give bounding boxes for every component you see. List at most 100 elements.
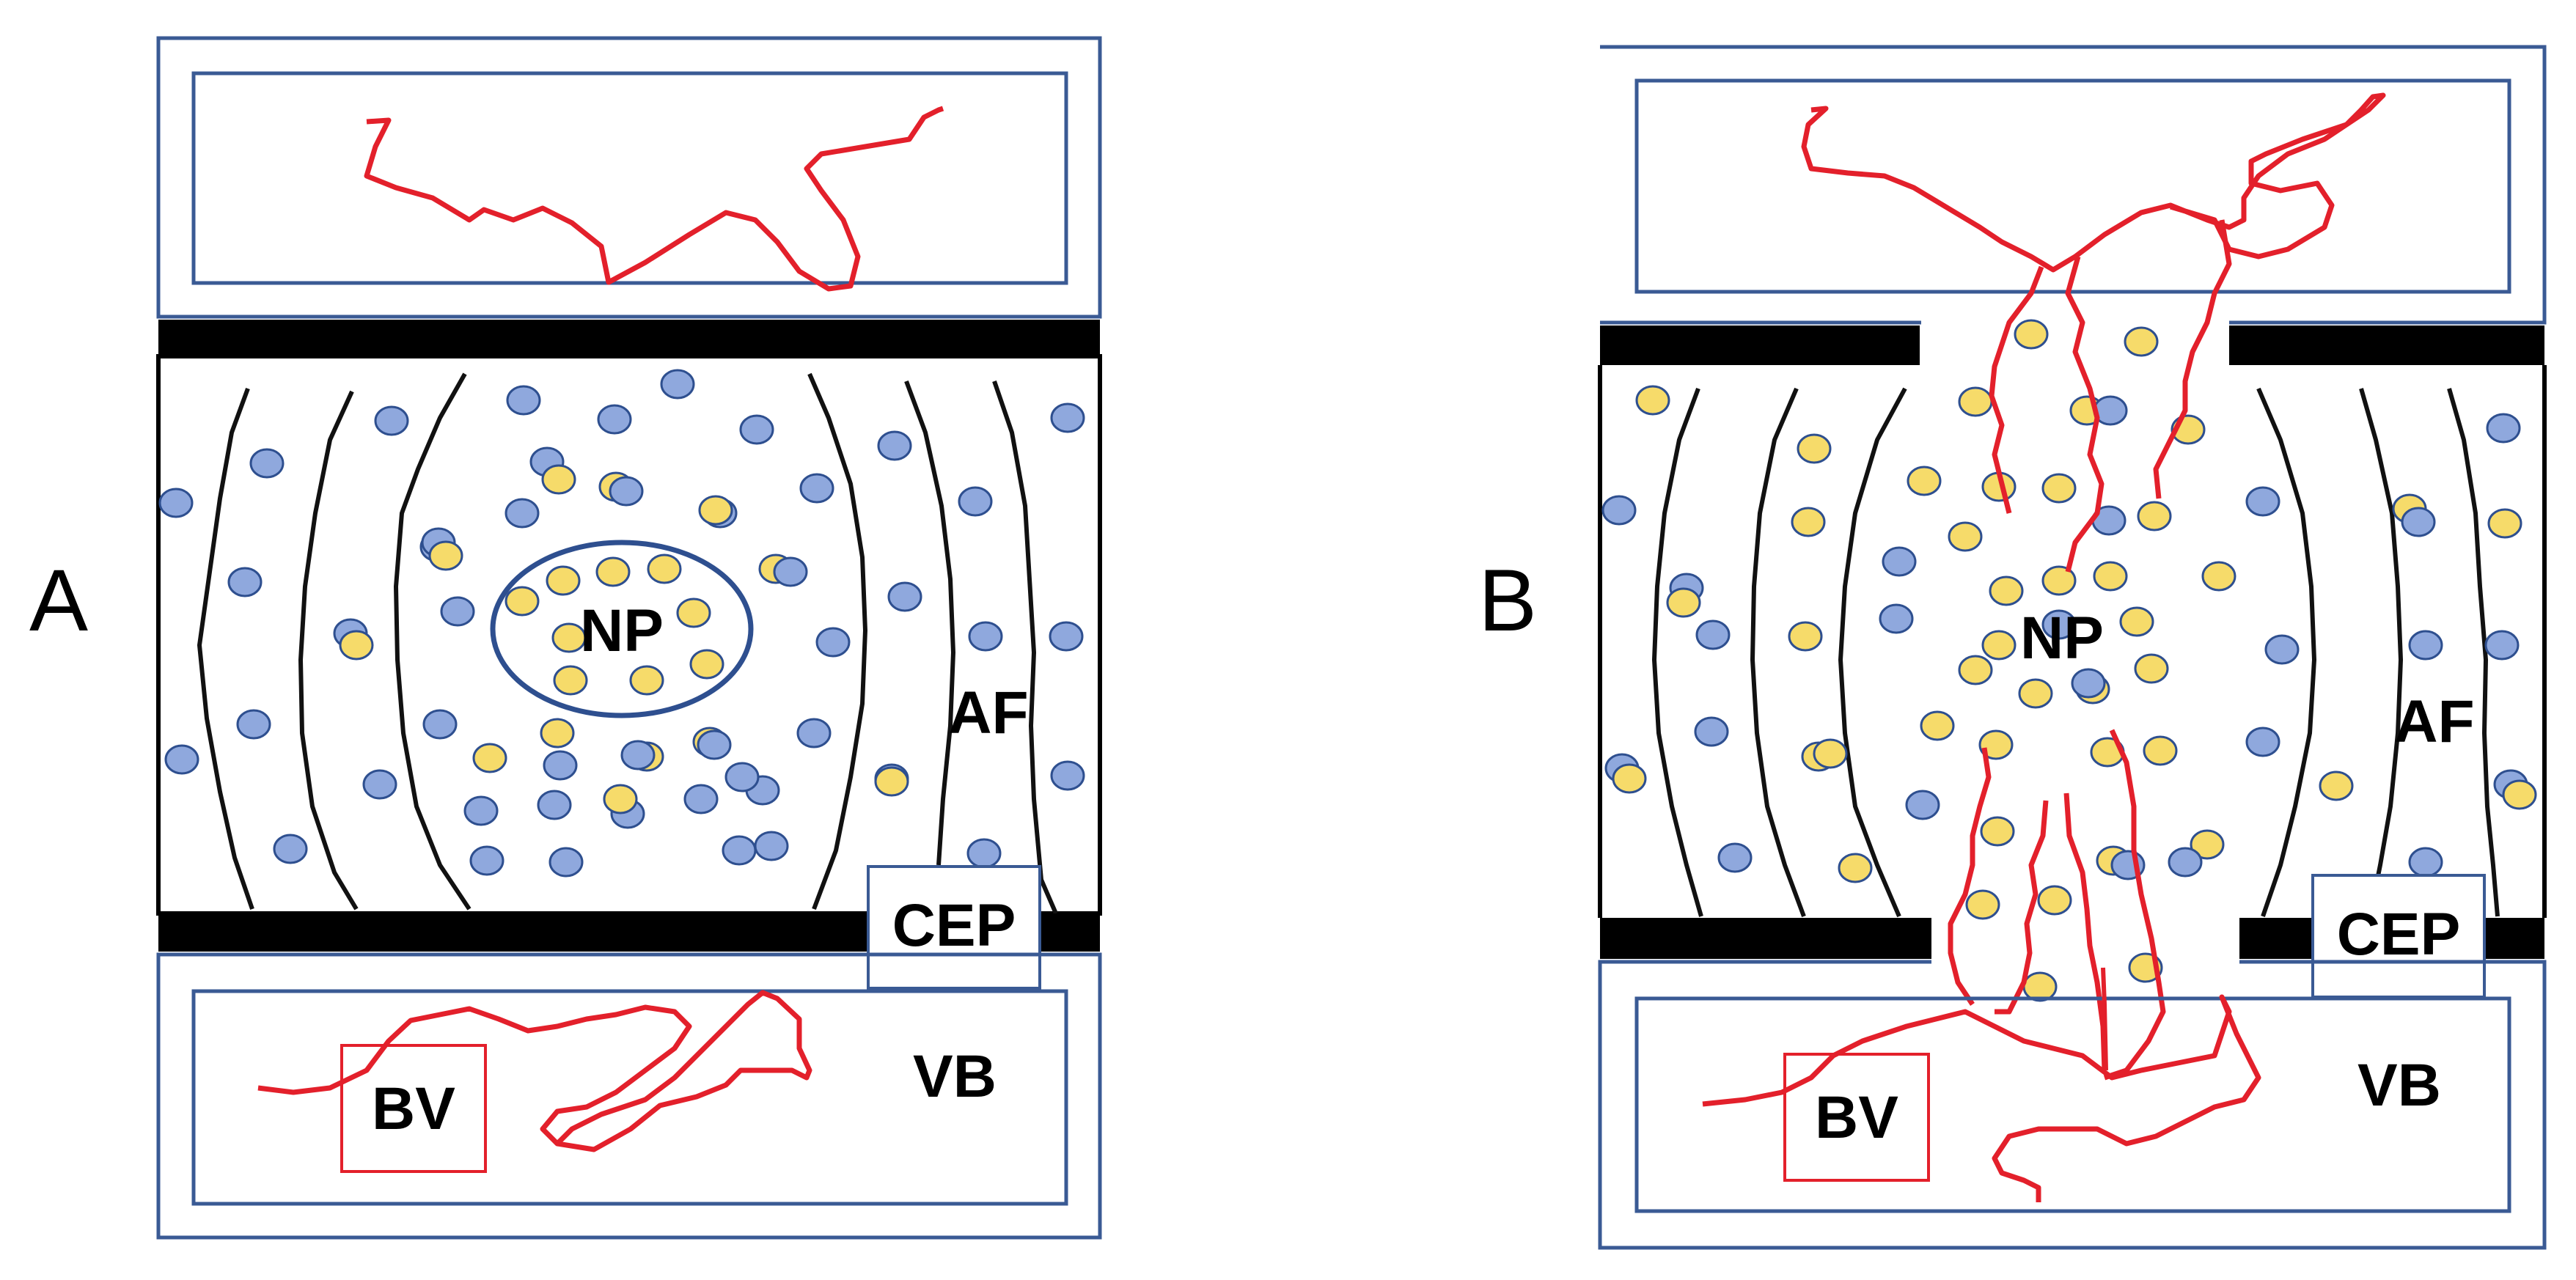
vertebral-body-label: VB — [2357, 1052, 2441, 1119]
cell-blue — [1879, 603, 1914, 634]
cell-blue — [968, 621, 1003, 652]
cell-blue — [773, 556, 808, 587]
cell-blue — [815, 627, 851, 658]
annulus-lamellae-left — [197, 372, 471, 911]
cell-yellow — [629, 665, 664, 696]
cell-blue — [504, 498, 540, 529]
upper-vb-outer — [1600, 45, 2547, 325]
cell-blue — [1049, 621, 1084, 652]
cell-yellow — [2487, 508, 2522, 539]
vessel-branch — [1989, 265, 2044, 514]
cell-yellow — [428, 540, 463, 571]
blood-vessel-label-box — [340, 1044, 487, 1173]
cell-blue — [683, 784, 719, 814]
cell-yellow — [553, 665, 588, 696]
vessel-branch — [2101, 967, 2108, 1071]
cell-blue — [660, 369, 695, 400]
cell-yellow — [2201, 561, 2236, 592]
vessel-branch — [2103, 729, 2166, 1081]
cell-blue — [1050, 760, 1085, 791]
lamella-line — [1838, 387, 1907, 918]
cell-blue — [537, 790, 572, 820]
cell-yellow — [689, 649, 724, 680]
cell-blue — [2245, 486, 2280, 517]
cell-blue — [236, 709, 271, 740]
cell-yellow — [1981, 630, 2017, 661]
cell-yellow — [1958, 655, 1993, 685]
cell-yellow — [2137, 501, 2172, 532]
cell-yellow — [647, 553, 682, 584]
cep-label-box — [2311, 874, 2486, 998]
cell-blue — [609, 476, 644, 507]
cell-blue — [722, 835, 757, 866]
cell-yellow — [2134, 653, 2169, 684]
upper-vb-blood-vessel — [364, 106, 944, 292]
lower-vb-outer — [1598, 960, 2547, 1250]
disc-boundary — [1598, 365, 2547, 918]
cell-blue — [1695, 619, 1731, 650]
cell-blue — [548, 847, 584, 878]
cell-yellow — [1920, 710, 1955, 741]
cell-blue — [724, 762, 760, 792]
lamella-line — [992, 380, 1058, 915]
lamella-line — [807, 372, 868, 911]
lower-vb-blood-vessel — [1702, 994, 2261, 1202]
upper-cartilage-endplate-right — [2229, 325, 2544, 365]
lower-vb-blood-vessel — [257, 990, 812, 1152]
cell-yellow — [472, 743, 507, 773]
blood-vessel-label-box — [1783, 1053, 1930, 1182]
cell-blue — [422, 709, 458, 740]
cell-yellow — [1978, 729, 2014, 760]
vessel-branch — [2065, 256, 2105, 573]
lamella-line — [2256, 387, 2317, 917]
panel-label-a: A — [29, 551, 88, 650]
cell-blue — [463, 795, 499, 826]
cell-yellow — [1612, 763, 1647, 794]
cell-blue — [620, 740, 656, 770]
vessel-branch — [2063, 792, 2107, 1071]
cell-blue — [273, 834, 308, 864]
annulus-lamellae-left — [1651, 387, 1907, 918]
cell-blue — [887, 581, 922, 612]
cell-blue — [877, 430, 912, 461]
lower-vb-outer — [156, 952, 1102, 1240]
cell-blue — [966, 838, 1002, 869]
cell-yellow — [2037, 885, 2072, 916]
lamella-line — [2447, 388, 2500, 917]
annulus-fibrosus-label: AF — [948, 680, 1028, 746]
cell-yellow — [1666, 587, 1701, 618]
cell-blue — [2071, 668, 2106, 699]
cell-yellow — [541, 464, 576, 495]
cell-blue — [440, 596, 475, 627]
cartilage-endplate-label: CEP — [892, 892, 1016, 959]
cell-yellow — [874, 766, 909, 797]
cell-blue — [249, 448, 285, 479]
invading-blood-vessels — [1948, 219, 2232, 1081]
cell-yellow — [603, 784, 638, 814]
cell-blue — [799, 473, 834, 504]
panel-label-b: B — [1478, 551, 1537, 650]
cell-yellow — [1958, 386, 1993, 417]
cell-blue — [2401, 507, 2436, 537]
cell-yellow — [2014, 319, 2049, 350]
cell-yellow — [540, 718, 575, 748]
cell-yellow — [546, 565, 581, 596]
cell-blue — [2264, 634, 2300, 665]
lower-cartilage-endplate-left — [1600, 918, 1931, 959]
cell-blue — [1694, 716, 1729, 747]
cells-panel-b — [1601, 319, 2537, 1002]
cell-blue — [164, 744, 199, 775]
cell-yellow — [551, 622, 587, 653]
cell-yellow — [1791, 507, 1826, 537]
cell-blue — [2484, 630, 2520, 661]
lamella-line — [2359, 388, 2404, 917]
cell-blue — [1882, 546, 1917, 577]
cell-yellow — [1838, 853, 1873, 883]
cell-yellow — [2018, 678, 2053, 709]
lamella-line — [298, 390, 359, 911]
cell-blue — [2041, 609, 2077, 640]
lamella-line — [1651, 387, 1703, 917]
cell-yellow — [2143, 735, 2178, 766]
cell-blue — [754, 831, 789, 861]
